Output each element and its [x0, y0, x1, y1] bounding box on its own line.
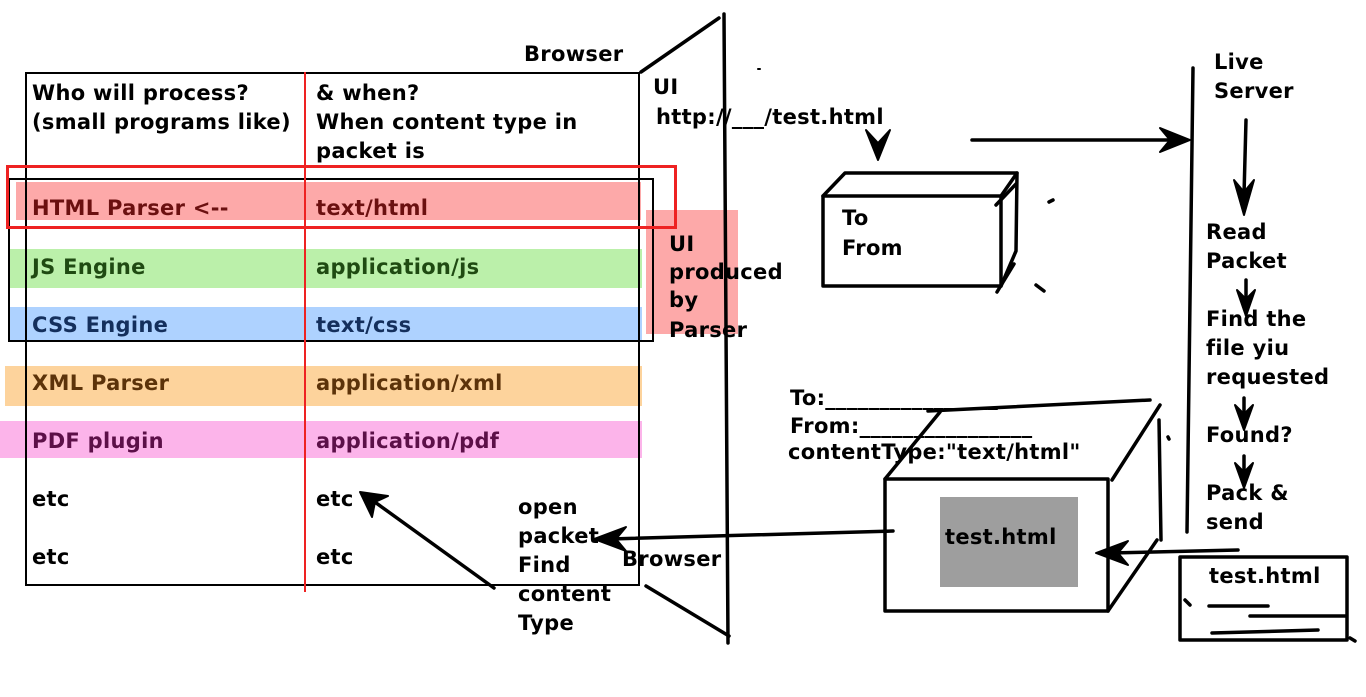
server-wall — [1185, 66, 1195, 534]
open-packet-line5: Type — [518, 611, 574, 635]
content-type-application-js: application/js — [316, 255, 480, 279]
processor-etc-1: etc — [32, 487, 70, 511]
step-find-line3: requested — [1206, 365, 1330, 389]
ui-note-line1: UI — [669, 232, 695, 256]
request-packet-front — [821, 194, 1003, 288]
step-pack-line1: Pack & — [1206, 481, 1289, 505]
open-packet-line1: open — [518, 495, 578, 519]
response-send-line — [1108, 548, 1240, 555]
step-arrow-icon-2 — [1236, 289, 1256, 317]
processor-css-engine: CSS Engine — [32, 313, 169, 337]
response-file-name: test.html — [945, 525, 1057, 549]
open-packet-line4: content — [518, 582, 612, 606]
live-server-line1: Live — [1214, 50, 1264, 74]
processor-inner-box — [8, 178, 654, 342]
step-arrow-icon-3 — [1234, 404, 1254, 431]
response-to-browser-line — [608, 529, 895, 541]
step-read-line2: Packet — [1206, 249, 1287, 273]
row-band-xml — [5, 366, 642, 406]
response-packet-content-type: contentType:"text/html" — [788, 440, 1081, 464]
step-find-line2: file yiu — [1206, 336, 1290, 360]
processor-etc-2: etc — [32, 545, 70, 569]
browser-top-slant — [639, 16, 721, 74]
response-to-browser-arrow-icon — [593, 526, 627, 552]
request-arrow-head-icon — [1159, 127, 1191, 153]
browser-bottom-label: Browser — [622, 547, 722, 571]
header-processor-line1: Who will process? — [32, 81, 249, 105]
browser-left-edge — [722, 12, 730, 645]
content-type-etc-2: etc — [316, 545, 354, 569]
header-when-line2: When content type in — [316, 110, 578, 134]
url-down-arrow-icon — [865, 129, 891, 161]
ui-note-line3: by — [669, 288, 699, 312]
step-found: Found? — [1206, 423, 1293, 447]
content-type-text-html: text/html — [316, 196, 429, 220]
server-file-box — [1178, 555, 1349, 642]
etc-arrow-head-icon — [359, 491, 389, 518]
step-find-line1: Find the — [1206, 307, 1307, 331]
row-band-html — [16, 182, 641, 220]
step-read-line1: Read — [1206, 220, 1267, 244]
etc-arrow-line — [370, 498, 496, 590]
row-band-css — [10, 307, 642, 341]
content-type-application-xml: application/xml — [316, 371, 503, 395]
header-when-line1: & when? — [316, 81, 420, 105]
live-server-line2: Server — [1214, 79, 1294, 103]
response-packet-front — [883, 477, 1110, 613]
step-arrow-icon-1 — [1233, 179, 1255, 216]
processor-pdf-plugin: PDF plugin — [32, 429, 164, 453]
open-packet-line3: Find — [518, 553, 571, 577]
content-type-etc-1: etc — [316, 487, 354, 511]
column-divider — [304, 72, 306, 592]
html-row-highlight — [6, 165, 677, 229]
request-packet-top — [821, 171, 1019, 198]
response-file-block — [940, 497, 1078, 587]
row-band-pdf — [0, 421, 642, 458]
open-packet-line2: packet — [518, 524, 600, 548]
processor-html-parser: HTML Parser <-- — [32, 196, 229, 220]
response-packet-from: From:________________ — [790, 414, 1033, 438]
processor-xml-parser: XML Parser — [32, 371, 170, 395]
header-when-line3: packet is — [316, 139, 426, 163]
step-arrow-icon-4 — [1234, 462, 1254, 489]
url-text: http://___/test.html — [656, 105, 884, 129]
step-pack-line2: send — [1206, 510, 1264, 534]
content-type-text-css: text/css — [316, 313, 412, 337]
header-processor-line2: (small programs like) — [32, 110, 291, 134]
ui-note-band — [646, 210, 738, 334]
ui-note-line4: Parser — [669, 318, 748, 342]
row-band-js — [10, 249, 642, 288]
browser-bottom-slant — [644, 584, 731, 638]
content-type-application-pdf: application/pdf — [316, 429, 500, 453]
processor-js-engine: JS Engine — [32, 255, 146, 279]
request-packet-from: From — [842, 236, 903, 260]
server-file-name: test.html — [1209, 564, 1321, 588]
response-packet-to: To:________________ — [790, 386, 999, 410]
request-packet-to: To — [842, 206, 869, 230]
processor-table — [25, 72, 640, 586]
browser-top-label: Browser — [524, 42, 624, 66]
ui-label: UI — [653, 75, 679, 99]
